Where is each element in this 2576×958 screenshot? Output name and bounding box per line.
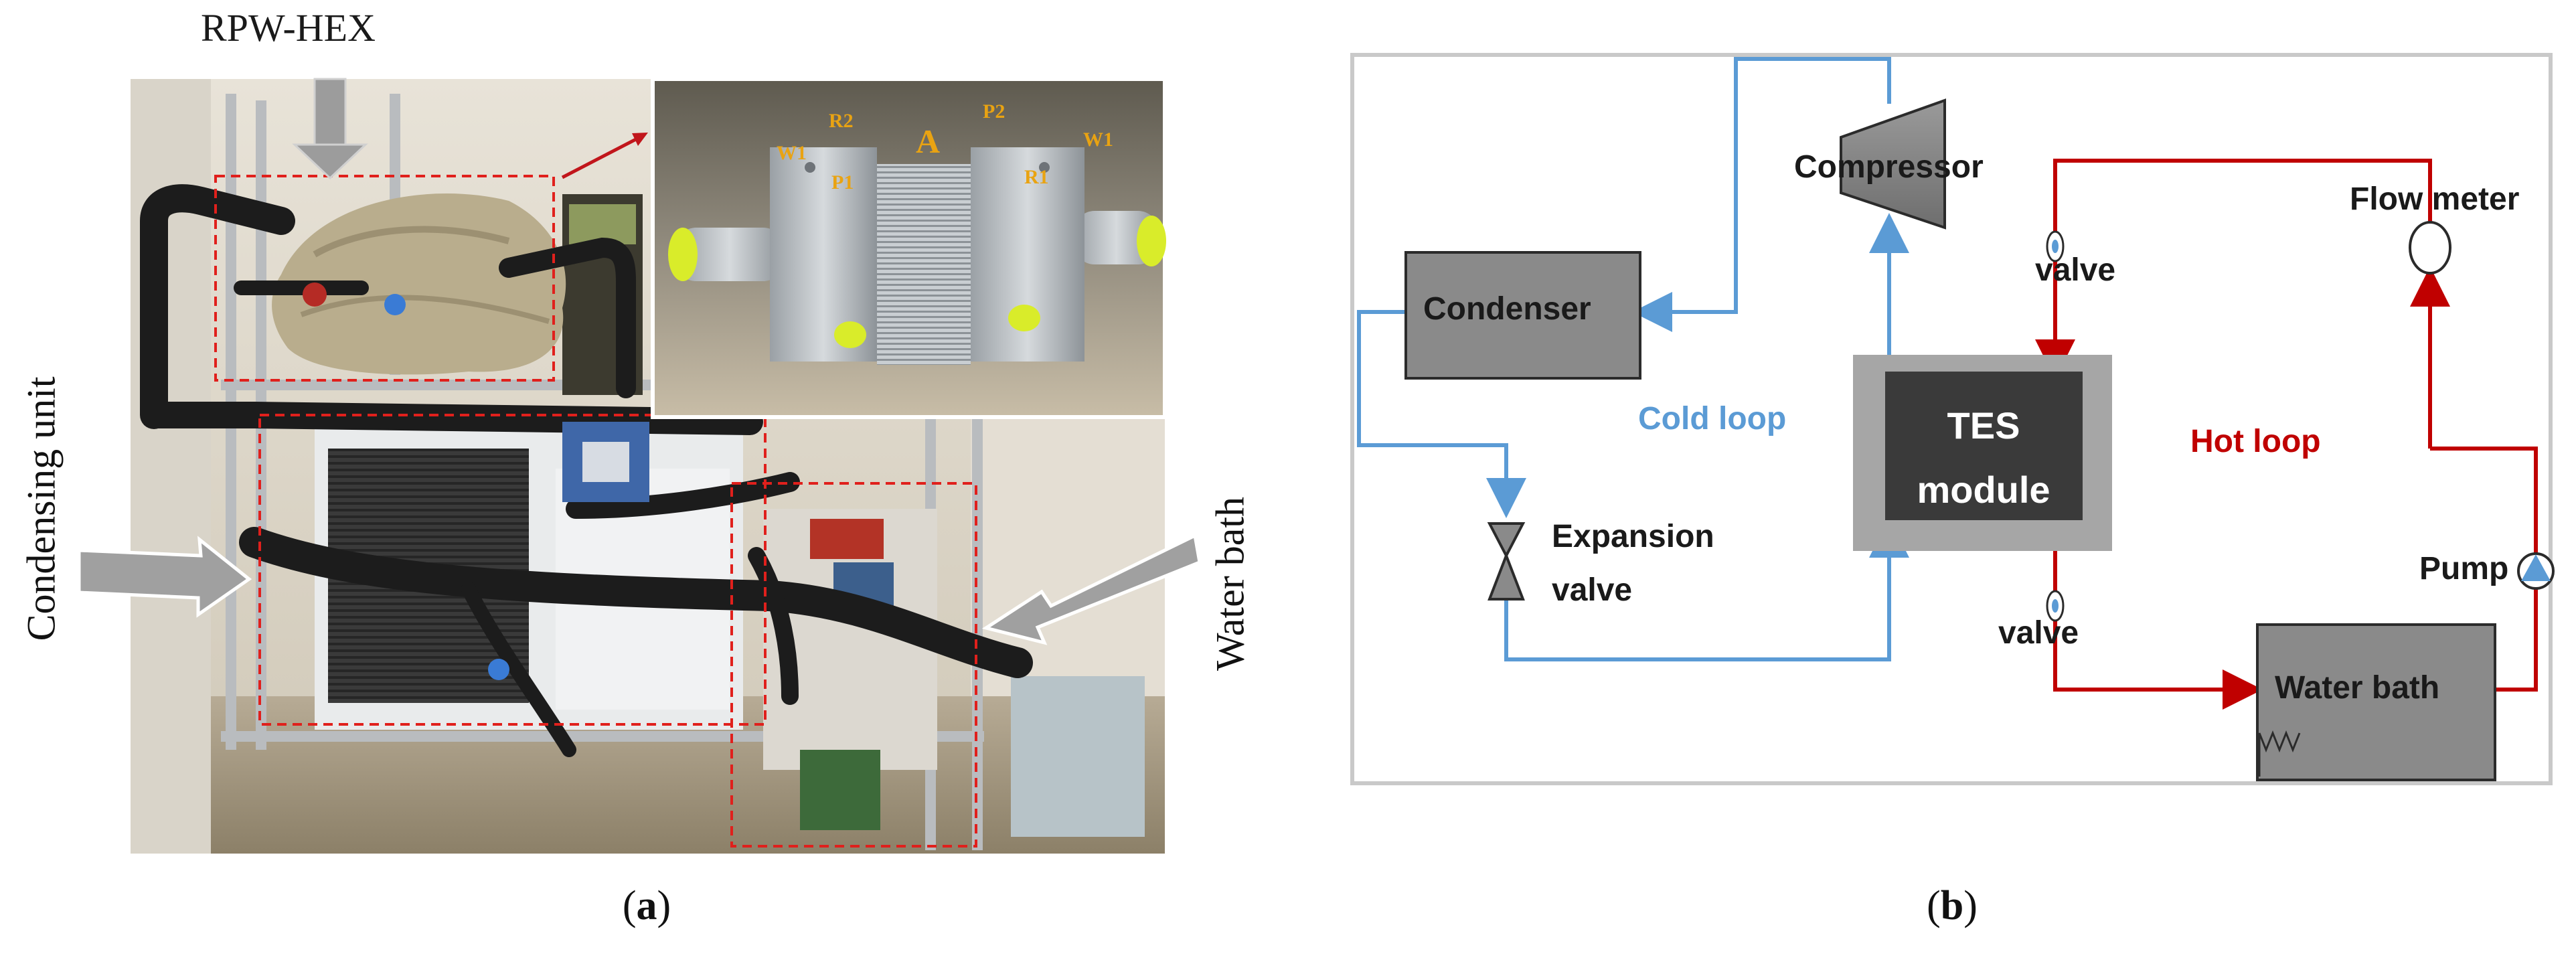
tes-label-line2: module (1917, 469, 2050, 511)
caption-a-open: ( (622, 883, 637, 929)
box-condensing-unit (258, 414, 767, 726)
water-bath-arrow (981, 533, 1202, 645)
condensing-unit-arrow (77, 536, 252, 618)
water-bath-label-b: Water bath (2275, 670, 2440, 706)
tes-module-inner (1885, 372, 2083, 520)
insulated-pipes (140, 184, 1033, 757)
tes-label-line1: TES (1947, 404, 2020, 447)
caption-b-open: ( (1927, 883, 1941, 929)
caption-a-letter: a (636, 883, 657, 929)
inset-tag-w1-left: W1 (777, 142, 807, 164)
inset-tag-a: A (916, 123, 941, 160)
valve-top-label: valve (2035, 252, 2116, 288)
caption-b: (b) (1927, 882, 1978, 930)
hot-loop-label: Hot loop (2190, 424, 2321, 459)
compressor-symbol (1840, 98, 1946, 230)
expansion-label-line1: Expansion (1552, 519, 1714, 554)
caption-b-close: ) (1963, 883, 1978, 929)
condenser-box (1404, 251, 1641, 380)
heater-coil-symbol (2258, 730, 2301, 777)
expansion-valve-symbol (1487, 522, 1526, 559)
tes-module-label: TES module (1883, 394, 2084, 522)
expansion-valve-label: Expansion valve (1552, 510, 1714, 617)
water-bath-box (2256, 623, 2496, 781)
inset-tag-r1: R1 (1024, 166, 1049, 188)
caption-b-letter: b (1940, 883, 1964, 929)
caption-a: (a) (623, 882, 671, 930)
box-rpw-hex (214, 175, 555, 382)
cold-loop-lines (1357, 57, 1909, 661)
box-water-bath (730, 482, 977, 848)
inset-tag-p1: P1 (831, 171, 854, 193)
compressor-label: Compressor (1794, 149, 1984, 185)
flow-meter-symbol (2409, 221, 2451, 274)
photo-illustration (77, 77, 1202, 854)
inset-tag-w1-right: W1 (1083, 129, 1113, 151)
flow-meter-label: Flow meter (2350, 181, 2520, 217)
hot-loop-lines (2035, 159, 2538, 710)
pump-label: Pump (2419, 551, 2509, 586)
inset-tag-r2: R2 (829, 110, 854, 132)
rpw-hex-arrow (292, 78, 368, 180)
caption-a-close: ) (657, 883, 671, 929)
expansion-label-line2: valve (1552, 572, 1633, 608)
hex-inset-photo (651, 77, 1167, 419)
pump-symbol (2517, 552, 2555, 590)
panel-a-photo: RPW-HEX Condensing unit Water bath W1 R2… (0, 0, 1272, 955)
valve-top-symbol (2046, 230, 2065, 262)
inset-tag-p2: P2 (983, 100, 1005, 123)
annotation-boxes (214, 175, 977, 848)
valve-bottom-label: valve (1998, 615, 2079, 651)
condenser-label: Condenser (1423, 291, 1591, 327)
cold-loop-label: Cold loop (1638, 401, 1787, 436)
rpw-hex-label: RPW-HEX (201, 6, 376, 50)
valve-bottom-symbol (2046, 590, 2065, 622)
